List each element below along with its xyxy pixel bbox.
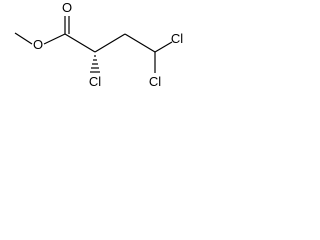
atom-labels: O O Cl Cl Cl [33, 0, 183, 89]
stereo-hashed-wedge [90, 55, 100, 73]
bond-methyl-to-ester-oxygen [14, 32, 33, 45]
bond-carbonyl-to-alpha-carbon [64, 33, 96, 53]
alpha-chlorine-label: Cl [89, 74, 101, 89]
ester-oxygen-label: O [33, 37, 43, 52]
bond-ester-oxygen-to-carbonyl [43, 33, 66, 45]
terminal-lower-chlorine-label: Cl [149, 74, 161, 89]
carbonyl-oxygen-label: O [62, 0, 72, 15]
terminal-upper-chlorine-label: Cl [171, 31, 183, 46]
bond-alpha-to-methylene [94, 33, 126, 53]
bonds [14, 16, 173, 73]
bond-methylene-to-terminal-carbon [124, 33, 156, 53]
molecule-structure-diagram: O O Cl Cl Cl [14, 0, 183, 89]
bond-terminal-carbon-to-upper-chlorine [154, 41, 173, 53]
